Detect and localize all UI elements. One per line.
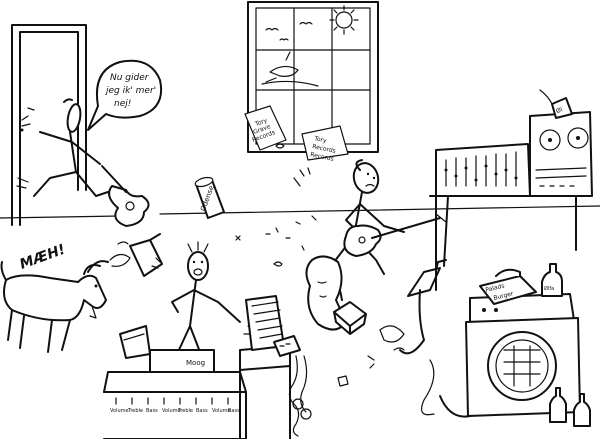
note-right-text-3: Records — [310, 151, 335, 163]
amp-knob-label: Bass — [196, 408, 208, 414]
spilled-bottle — [109, 233, 163, 277]
amp-knob-labels: Volume Treble Bass Volume Treble Bass Vo… — [110, 408, 240, 414]
tape-recorder: Øl — [529, 89, 593, 197]
running-figure — [21, 98, 115, 197]
amp-knob-label: Bass — [146, 408, 158, 414]
speech-line-1: Nu gider — [110, 73, 150, 83]
cable — [439, 395, 471, 418]
bird-icon — [261, 51, 319, 87]
moog-keyboard: Moog — [103, 349, 247, 439]
door — [11, 24, 87, 226]
box — [333, 301, 367, 335]
note-right: Tory Records Records — [301, 125, 349, 163]
floor-bottles — [549, 387, 591, 427]
mixing-desk — [429, 143, 581, 291]
amp-knob-label: Treble — [127, 408, 143, 414]
synth-stand — [239, 295, 312, 439]
amp-knob-label: Volume — [162, 408, 181, 414]
floor-line — [0, 205, 600, 219]
burger-label-2: Burger — [493, 290, 515, 302]
burger-label-1: Palads — [485, 282, 505, 293]
sun-icon — [329, 5, 359, 35]
goat-sound: MÆH! — [18, 242, 68, 273]
amp-knob-label: Treble — [177, 408, 193, 414]
bottle-label: Ølfa — [544, 285, 554, 292]
amp-knob-label: Volume — [110, 408, 129, 414]
guitar-flying — [101, 165, 150, 227]
paper-bag — [119, 325, 151, 359]
bottle-on-machine: Ølfa — [541, 263, 563, 297]
note-right-text-1: Tory — [313, 135, 328, 145]
floor-debris — [235, 215, 349, 387]
bass-guitar — [343, 213, 447, 257]
moog-label: Moog — [186, 359, 205, 367]
note-left: Tory Grave Records — [244, 105, 287, 151]
broken-lamp — [367, 259, 447, 416]
note-right-text-2: Records — [312, 143, 337, 155]
note-left-text-1: Tory — [253, 117, 268, 128]
speech-line-2: jeg ik' mer' — [104, 86, 156, 96]
amp-knob-label: Volume — [212, 408, 231, 414]
keyboard-player — [151, 241, 255, 353]
odense-can: Odense — [194, 176, 225, 219]
burger-box: Palads Burger — [479, 268, 537, 305]
goat: MÆH! — [0, 242, 109, 353]
cup-label: Øl — [555, 106, 564, 115]
speech-line-3: nej! — [114, 99, 131, 109]
speech-bubble: Nu gider jeg ik' mer' nej! — [87, 59, 162, 131]
amp-knob-label: Bass — [228, 408, 240, 414]
